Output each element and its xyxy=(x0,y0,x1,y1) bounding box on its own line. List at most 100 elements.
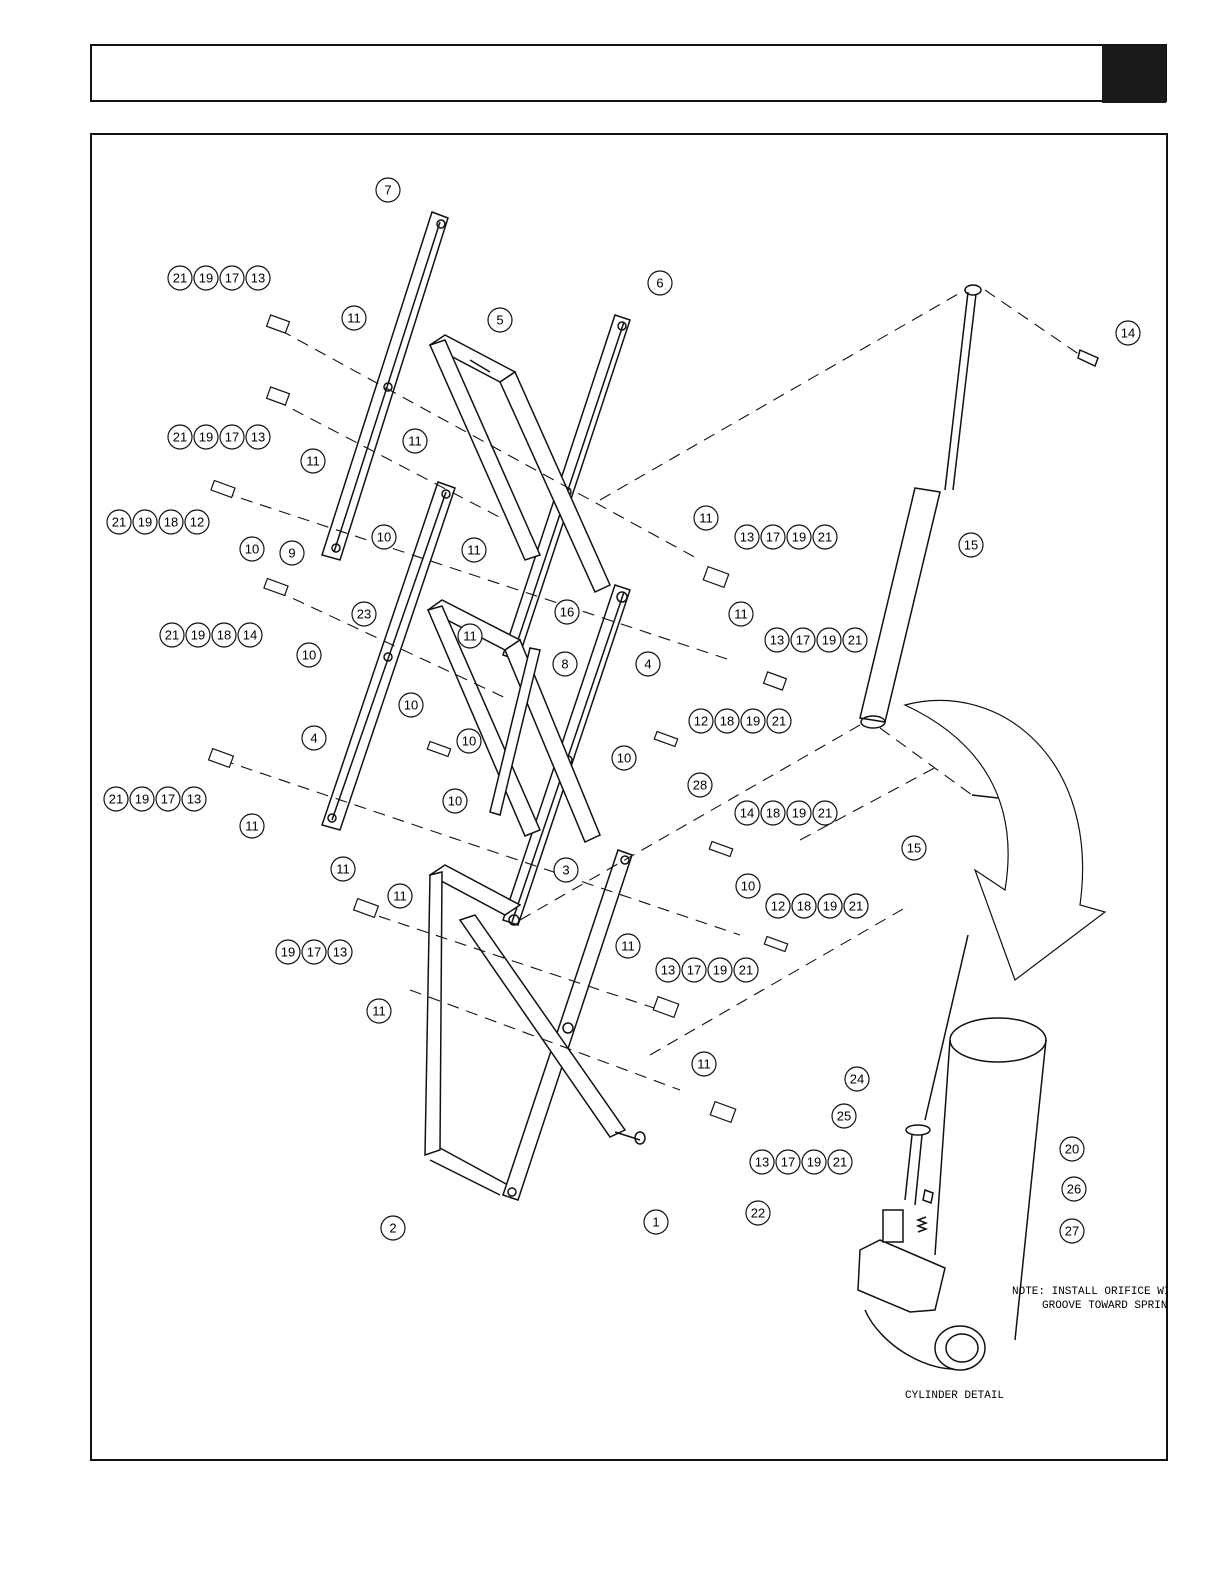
callout-circle xyxy=(1059,1136,1085,1162)
callout-21: 21 xyxy=(103,786,129,812)
callout-circle xyxy=(734,524,760,550)
callout-11: 11 xyxy=(402,428,428,454)
callout-number: 15 xyxy=(964,538,978,553)
callout-number: 14 xyxy=(243,628,257,643)
callout-21: 21 xyxy=(843,893,869,919)
callout-19: 19 xyxy=(786,524,812,550)
callout-number: 19 xyxy=(822,633,836,648)
callout-19: 19 xyxy=(275,939,301,965)
callout-number: 11 xyxy=(393,889,407,904)
callout-19: 19 xyxy=(129,786,155,812)
callout-circle xyxy=(740,708,766,734)
callout-circle xyxy=(688,708,714,734)
callout-circle xyxy=(1061,1176,1087,1202)
callout-number: 23 xyxy=(357,607,371,622)
callout-circle xyxy=(655,957,681,983)
callout-12: 12 xyxy=(765,893,791,919)
callout-4: 4 xyxy=(301,725,327,751)
callout-circle xyxy=(167,265,193,291)
header-bar xyxy=(90,44,1167,103)
callout-number: 21 xyxy=(848,633,862,648)
callout-21: 21 xyxy=(827,1149,853,1175)
callout-circle xyxy=(442,788,468,814)
callout-circle xyxy=(457,623,483,649)
callout-circle xyxy=(106,509,132,535)
callout-circle xyxy=(184,509,210,535)
callout-circle xyxy=(380,1215,406,1241)
callout-circle xyxy=(185,622,211,648)
callout-13: 13 xyxy=(327,939,353,965)
callout-11: 11 xyxy=(693,505,719,531)
callout-circle xyxy=(330,856,356,882)
callout-number: 14 xyxy=(1121,326,1135,341)
callout-number: 11 xyxy=(347,311,361,326)
callout-13: 13 xyxy=(245,265,271,291)
callout-number: 20 xyxy=(1065,1142,1079,1157)
callout-17: 17 xyxy=(219,265,245,291)
callout-circle xyxy=(211,622,237,648)
callout-circle xyxy=(728,601,754,627)
callout-circle xyxy=(827,1149,853,1175)
callout-circle xyxy=(775,1149,801,1175)
callout-number: 17 xyxy=(781,1155,795,1170)
callout-number: 26 xyxy=(1067,1182,1081,1197)
callout-number: 11 xyxy=(699,511,713,526)
callout-number: 19 xyxy=(199,271,213,286)
callout-number: 21 xyxy=(112,515,126,530)
callout-circle xyxy=(1115,320,1141,346)
callout-17: 17 xyxy=(301,939,327,965)
callout-28: 28 xyxy=(687,772,713,798)
callout-number: 22 xyxy=(751,1206,765,1221)
callout-number: 21 xyxy=(109,792,123,807)
callout-17: 17 xyxy=(790,627,816,653)
callout-19: 19 xyxy=(816,627,842,653)
callout-5: 5 xyxy=(487,307,513,333)
callout-circle xyxy=(790,627,816,653)
callout-circle xyxy=(245,265,271,291)
callout-number: 11 xyxy=(697,1057,711,1072)
callout-12: 12 xyxy=(184,509,210,535)
callout-number: 13 xyxy=(251,430,265,445)
callout-22: 22 xyxy=(745,1200,771,1226)
callout-4: 4 xyxy=(635,651,661,677)
callout-circle xyxy=(786,524,812,550)
callout-number: 11 xyxy=(372,1004,386,1019)
callout-circle xyxy=(279,540,305,566)
callout-number: 4 xyxy=(310,731,317,746)
callout-circle xyxy=(275,939,301,965)
callout-circle xyxy=(487,307,513,333)
callout-circle xyxy=(181,786,207,812)
callout-number: 10 xyxy=(377,530,391,545)
callout-number: 17 xyxy=(161,792,175,807)
callout-circle xyxy=(239,536,265,562)
callout-number: 18 xyxy=(217,628,231,643)
callout-number: 10 xyxy=(617,751,631,766)
callout-number: 17 xyxy=(766,530,780,545)
arm-part-8 xyxy=(489,647,541,816)
callout-number: 19 xyxy=(792,530,806,545)
frame-part-1 xyxy=(458,914,646,1145)
callout-number: 21 xyxy=(833,1155,847,1170)
callout-10: 10 xyxy=(371,524,397,550)
callout-13: 13 xyxy=(764,627,790,653)
callout-18: 18 xyxy=(158,509,184,535)
callout-19: 19 xyxy=(193,265,219,291)
callout-19: 19 xyxy=(817,893,843,919)
callout-circle xyxy=(817,893,843,919)
callout-number: 28 xyxy=(693,778,707,793)
callout-number: 11 xyxy=(408,434,422,449)
callout-number: 10 xyxy=(741,879,755,894)
callout-number: 11 xyxy=(463,629,477,644)
callout-number: 21 xyxy=(173,430,187,445)
callout-circle xyxy=(301,939,327,965)
callout-number: 19 xyxy=(281,945,295,960)
hardware-parts xyxy=(207,314,789,1124)
callout-number: 6 xyxy=(656,276,663,291)
callout-circle xyxy=(816,627,842,653)
callout-number: 11 xyxy=(245,819,259,834)
